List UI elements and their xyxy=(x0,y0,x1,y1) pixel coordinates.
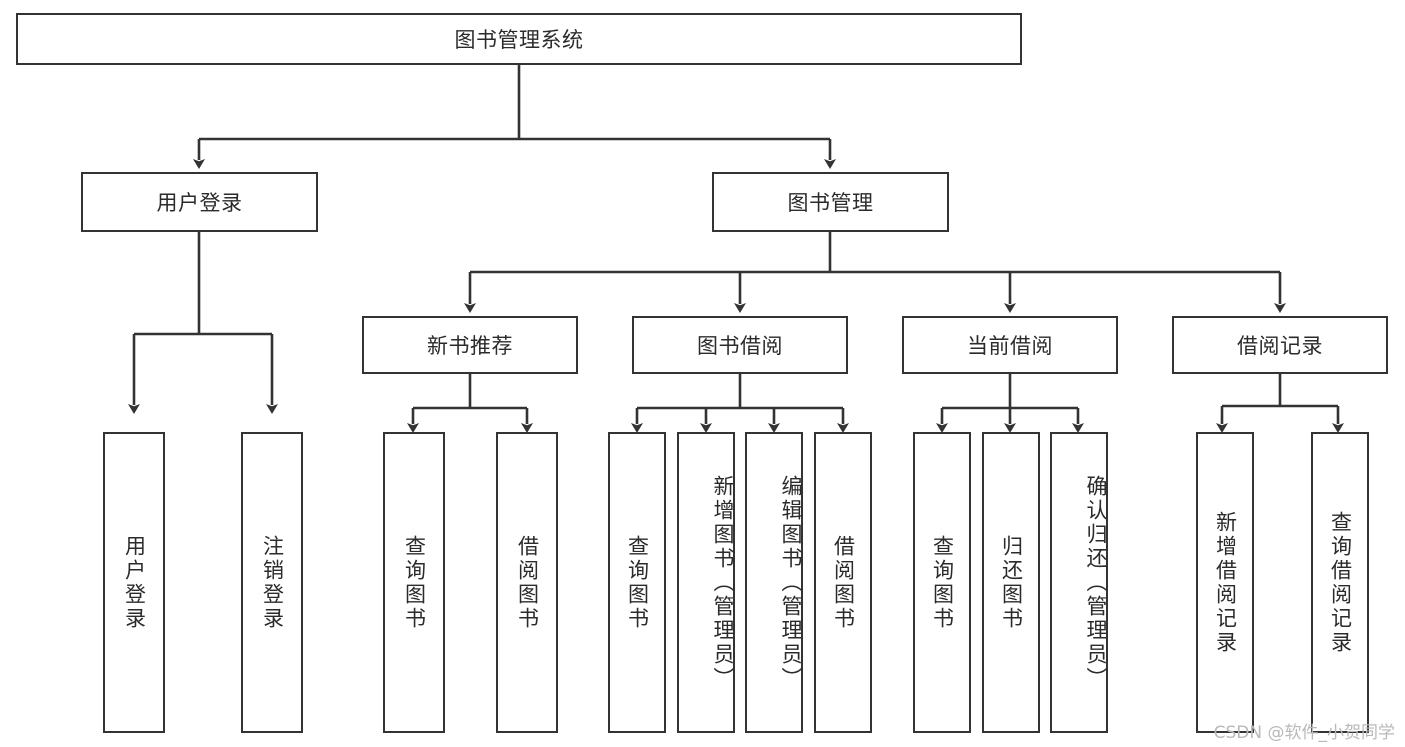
node-book-borrow[interactable]: 图书借阅 xyxy=(632,316,848,374)
node-book-borrow-label: 图书借阅 xyxy=(697,334,783,358)
leaf-borrow-book-1[interactable]: 借阅图书 xyxy=(496,432,558,733)
node-user-login[interactable]: 用户登录 xyxy=(81,172,318,232)
leaf-query-book-1-label: 查询图书 xyxy=(402,534,427,631)
leaf-query-record[interactable]: 查询借阅记录 xyxy=(1311,432,1369,733)
leaf-borrow-book-1-label: 借阅图书 xyxy=(515,534,540,631)
node-book-management[interactable]: 图书管理 xyxy=(712,172,949,232)
leaf-query-book-2[interactable]: 查询图书 xyxy=(608,432,666,733)
leaf-query-book-2-label: 查询图书 xyxy=(625,534,650,631)
node-current-borrow[interactable]: 当前借阅 xyxy=(902,316,1118,374)
node-current-borrow-label: 当前借阅 xyxy=(967,334,1053,358)
node-borrow-record-label: 借阅记录 xyxy=(1237,334,1323,358)
leaf-confirm-return[interactable]: 确认归还（管理员） xyxy=(1050,432,1108,733)
watermark-text: CSDN @软件_小贺同学 xyxy=(1213,723,1395,743)
node-new-book-recommend[interactable]: 新书推荐 xyxy=(362,316,578,374)
node-root[interactable]: 图书管理系统 xyxy=(16,13,1022,65)
leaf-logout-login[interactable]: 注销登录 xyxy=(241,432,303,733)
leaf-query-record-label: 查询借阅记录 xyxy=(1328,510,1353,655)
leaf-add-record[interactable]: 新增借阅记录 xyxy=(1196,432,1254,733)
node-book-management-label: 图书管理 xyxy=(787,191,874,215)
leaf-query-book-3[interactable]: 查询图书 xyxy=(913,432,971,733)
leaf-borrow-book-2-label: 借阅图书 xyxy=(831,534,856,631)
leaf-user-login[interactable]: 用户登录 xyxy=(103,432,165,733)
leaf-add-book[interactable]: 新增图书（管理员） xyxy=(677,432,735,733)
leaf-query-book-3-label: 查询图书 xyxy=(930,534,955,631)
leaf-add-book-label: 新增图书（管理员） xyxy=(711,474,735,691)
leaf-confirm-return-label: 确认归还（管理员） xyxy=(1084,474,1108,691)
leaf-add-record-label: 新增借阅记录 xyxy=(1213,510,1238,655)
node-root-label: 图书管理系统 xyxy=(454,28,584,52)
leaf-logout-login-label: 注销登录 xyxy=(260,534,285,631)
leaf-edit-book-label: 编辑图书（管理员） xyxy=(779,474,803,691)
leaf-query-book-1[interactable]: 查询图书 xyxy=(383,432,445,733)
node-borrow-record[interactable]: 借阅记录 xyxy=(1172,316,1388,374)
node-new-book-recommend-label: 新书推荐 xyxy=(427,334,513,358)
leaf-borrow-book-2[interactable]: 借阅图书 xyxy=(814,432,872,733)
leaf-edit-book[interactable]: 编辑图书（管理员） xyxy=(745,432,803,733)
leaf-return-book[interactable]: 归还图书 xyxy=(982,432,1040,733)
leaf-user-login-label: 用户登录 xyxy=(122,534,147,631)
node-user-login-label: 用户登录 xyxy=(156,191,243,215)
leaf-return-book-label: 归还图书 xyxy=(999,534,1024,631)
